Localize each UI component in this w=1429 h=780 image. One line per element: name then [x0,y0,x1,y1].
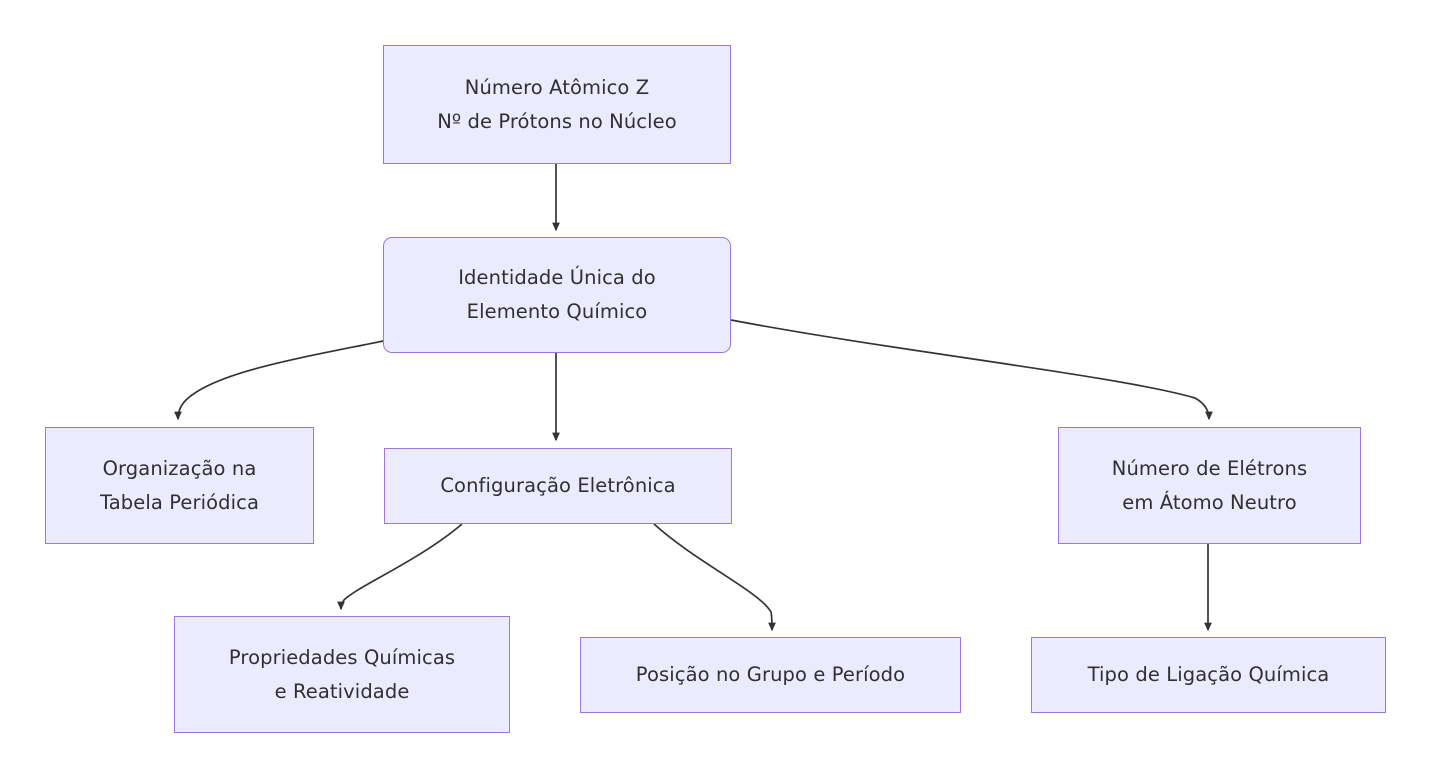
node-tipo-ligacao-quimica[interactable]: Tipo de Ligação Química [1031,637,1386,713]
node-identidade-unica[interactable]: Identidade Única do Elemento Químico [383,237,731,353]
node-posicao-grupo-periodo[interactable]: Posição no Grupo e Período [580,637,961,713]
node-label-line: Identidade Única do [458,266,656,290]
node-label-line: Propriedades Químicas [228,645,456,669]
node-organizacao-tabela-periodica[interactable]: Organização na Tabela Periódica [45,427,314,544]
node-label-line: e Reatividade [274,679,410,703]
node-label-line: Número Atômico Z [464,75,650,99]
node-label-line: em Átomo Neutro [1122,490,1297,514]
edge-identidade-to-organizacao [174,340,384,421]
node-label-line: Tabela Periódica [99,490,260,514]
node-label-line: Configuração Eletrônica [440,474,676,498]
node-label-line: Número de Elétrons [1111,456,1308,480]
node-propriedades-quimicas[interactable]: Propriedades Químicas e Reatividade [174,616,510,733]
node-numero-atomico[interactable]: Número Atômico Z Nº de Prótons no Núcleo [383,45,731,164]
node-label-line: Elemento Químico [466,300,648,323]
node-label-line: Posição no Grupo e Período [635,663,906,687]
edge-configuracao-to-posicao [653,523,776,632]
node-label-line: Nº de Prótons no Núcleo [437,109,677,133]
node-numero-de-eletrons[interactable]: Número de Elétrons em Átomo Neutro [1058,427,1361,544]
node-label-line: Organização na [102,456,257,480]
edge-configuracao-to-propriedades [337,523,463,611]
edge-identidade-to-eletrons [730,319,1213,421]
node-configuracao-eletronica[interactable]: Configuração Eletrônica [384,448,732,524]
node-label-line: Tipo de Ligação Química [1087,663,1330,687]
